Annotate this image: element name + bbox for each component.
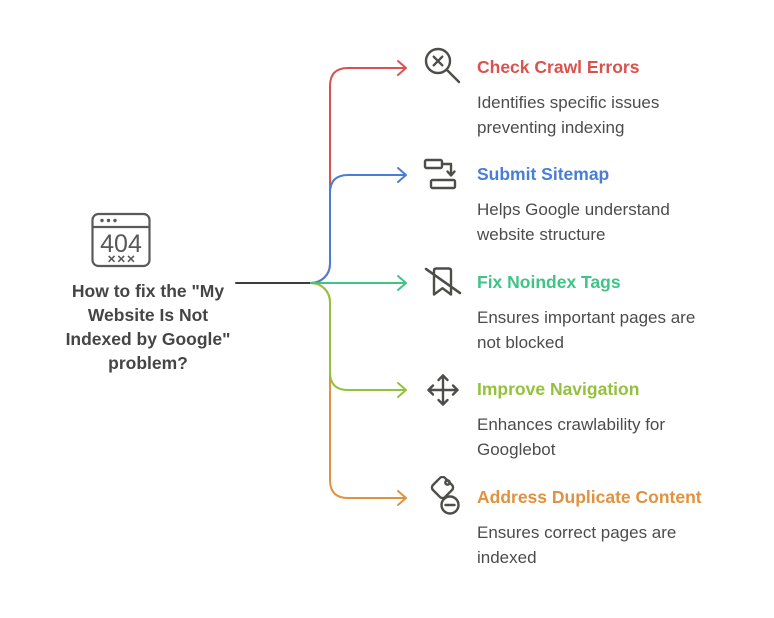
branch-curve-noindex-tags <box>310 275 407 291</box>
titlebar-dot <box>106 218 111 223</box>
sitemap-flow-icon <box>421 153 465 197</box>
branch-title-crawl-errors: Check Crawl Errors <box>477 57 640 77</box>
desc-line: Helps Google understand <box>477 200 670 219</box>
branch-desc-improve-navigation: Enhances crawlability for Googlebot <box>477 413 774 462</box>
tag-minus-icon <box>421 476 465 520</box>
branch-desc-noindex-tags: Ensures important pages are not blocked <box>477 306 774 355</box>
move-arrows-icon <box>421 368 465 412</box>
desc-line: not blocked <box>477 332 564 352</box>
root-question: How to fix the "My Website Is Not Indexe… <box>38 279 258 375</box>
branch-desc-submit-sitemap: Helps Google understand website structur… <box>477 198 774 247</box>
titlebar-dot <box>113 218 117 223</box>
root-question-line: How to fix the "My <box>71 281 225 301</box>
desc-line: Googlebot <box>477 439 556 459</box>
branch-title-improve-navigation: Improve Navigation <box>477 379 640 399</box>
root-question-line: Website Is Not <box>87 305 209 325</box>
desc-line: preventing indexing <box>477 117 625 137</box>
branch-desc-crawl-errors: Identifies specific issues preventing in… <box>477 91 774 140</box>
branch-curve-crawl-errors <box>310 60 407 284</box>
desc-line: website structure <box>477 224 606 244</box>
branch-curve-improve-navigation <box>310 282 407 398</box>
branch-curve-duplicate-content <box>310 282 407 506</box>
desc-line: Ensures important pages are <box>477 308 696 327</box>
branch-title-duplicate-content: Address Duplicate Content <box>477 487 702 507</box>
desc-line: indexed <box>477 547 537 567</box>
branch-title-noindex-tags: Fix Noindex Tags <box>477 272 621 292</box>
search-x-icon <box>421 46 465 90</box>
branch-curve-submit-sitemap <box>310 167 407 284</box>
desc-line: Identifies specific issues <box>477 93 660 112</box>
desc-line: Ensures correct pages are <box>477 523 677 542</box>
root-question-line: Indexed by Google" <box>65 329 231 349</box>
root-question-line: problem? <box>108 353 188 373</box>
browser-404-icon: 404 ××× <box>91 211 151 274</box>
branch-desc-duplicate-content: Ensures correct pages are indexed <box>477 521 774 570</box>
browser-window-frame <box>91 212 151 268</box>
titlebar-dot <box>100 218 104 223</box>
no-bookmark-icon <box>421 261 465 305</box>
branch-title-submit-sitemap: Submit Sitemap <box>477 164 610 184</box>
desc-line: Enhances crawlability for <box>477 415 666 434</box>
error-marks-text: ××× <box>107 251 136 267</box>
error-code-text: 404 <box>100 230 142 258</box>
